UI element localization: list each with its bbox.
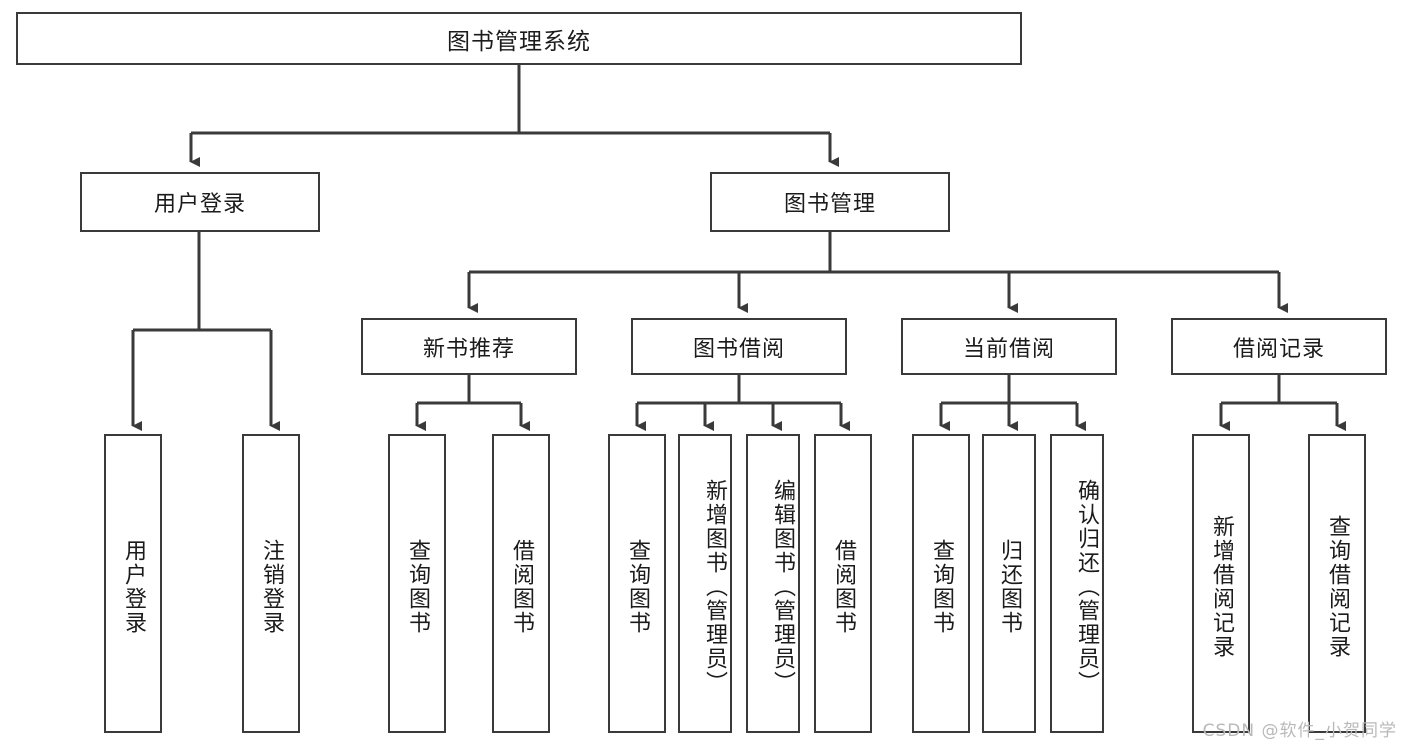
leaf-new-book-query[interactable]: 查询图书 [388,434,446,733]
leaf-user-login-signin[interactable]: 用户登录 [104,434,162,733]
node-book-management[interactable]: 图书管理 [710,172,950,232]
leaf-book-borrow-edit[interactable]: 编辑图书（管理员） [746,434,800,733]
leaf-book-borrow-query[interactable]: 查询图书 [608,434,666,733]
leaf-new-book-borrow[interactable]: 借阅图书 [492,434,550,733]
watermark-credit: CSDN @软件_小贺同学 [1202,721,1397,741]
node-book-borrow[interactable]: 图书借阅 [631,318,847,375]
node-current-borrow[interactable]: 当前借阅 [901,318,1117,375]
node-borrow-records[interactable]: 借阅记录 [1171,318,1387,375]
leaf-borrow-record-add[interactable]: 新增借阅记录 [1192,434,1250,733]
leaf-current-borrow-query[interactable]: 查询图书 [912,434,970,733]
node-user-login[interactable]: 用户登录 [80,172,320,232]
node-new-book-recommend[interactable]: 新书推荐 [361,318,577,375]
leaf-book-borrow-add[interactable]: 新增图书（管理员） [678,434,732,733]
leaf-user-login-signout[interactable]: 注销登录 [242,434,300,733]
leaf-borrow-record-query[interactable]: 查询借阅记录 [1308,434,1366,733]
node-root-system[interactable]: 图书管理系统 [16,12,1022,65]
leaf-book-borrow-lend[interactable]: 借阅图书 [814,434,872,733]
leaf-current-borrow-confirm-return[interactable]: 确认归还（管理员） [1050,434,1104,733]
leaf-current-borrow-return[interactable]: 归还图书 [982,434,1036,733]
